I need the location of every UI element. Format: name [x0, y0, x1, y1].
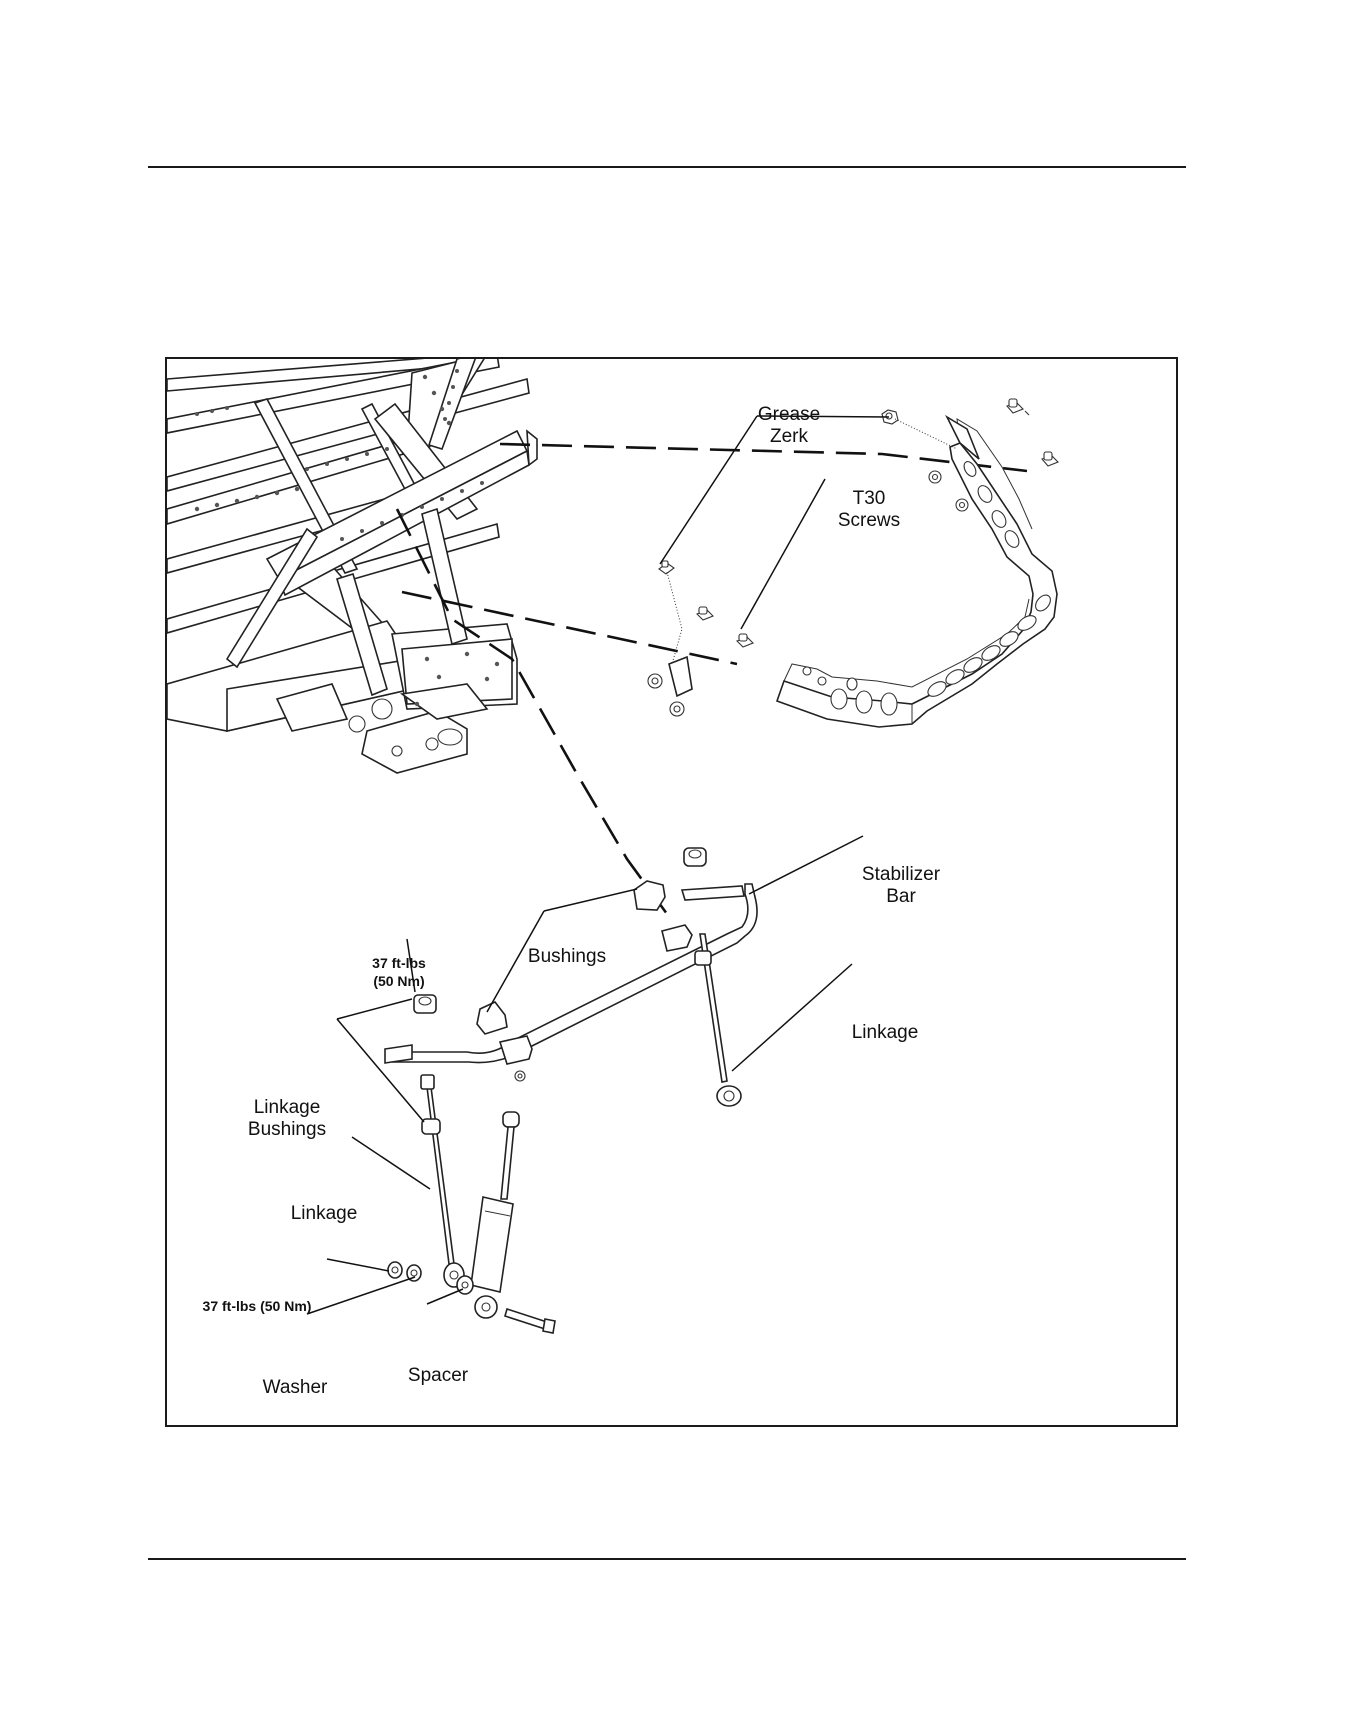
label-linkage-bushings-2: Bushings — [248, 1119, 326, 1140]
label-linkage-right: Linkage — [852, 1022, 919, 1043]
label-grease-zerk-2: Zerk — [770, 426, 809, 447]
right-linkage — [695, 934, 741, 1106]
rear-bumper — [669, 417, 1057, 727]
leader-lines — [307, 416, 889, 1314]
label-stabilizer-bar-2: Bar — [886, 886, 916, 907]
label-spacer: Spacer — [408, 1365, 469, 1386]
left-linkage — [414, 995, 464, 1287]
header-rule — [148, 166, 1186, 168]
label-t30-1: T30 — [853, 488, 886, 509]
footer-rule — [148, 1558, 1186, 1560]
label-torque-top-1: 37 ft-lbs — [372, 955, 426, 971]
label-linkage-bushings-1: Linkage — [254, 1097, 321, 1118]
shock-absorber — [388, 1112, 555, 1333]
label-bushings: Bushings — [528, 946, 606, 967]
fasteners — [648, 399, 1058, 866]
label-stabilizer-bar-1: Stabilizer — [862, 864, 941, 885]
label-washer: Washer — [263, 1377, 328, 1398]
label-torque-top-2: (50 Nm) — [373, 973, 424, 989]
stabilizer-bar — [385, 881, 757, 1081]
label-linkage-left: Linkage — [291, 1203, 358, 1224]
label-grease-zerk-1: Grease — [758, 404, 820, 425]
stabilizer-bar-exploded-view: Grease Zerk T30 Screws Stabilizer Bar Bu… — [165, 357, 1178, 1427]
vehicle-frame — [167, 359, 537, 773]
label-t30-2: Screws — [838, 510, 900, 531]
label-torque-bottom: 37 ft-lbs (50 Nm) — [203, 1298, 312, 1314]
